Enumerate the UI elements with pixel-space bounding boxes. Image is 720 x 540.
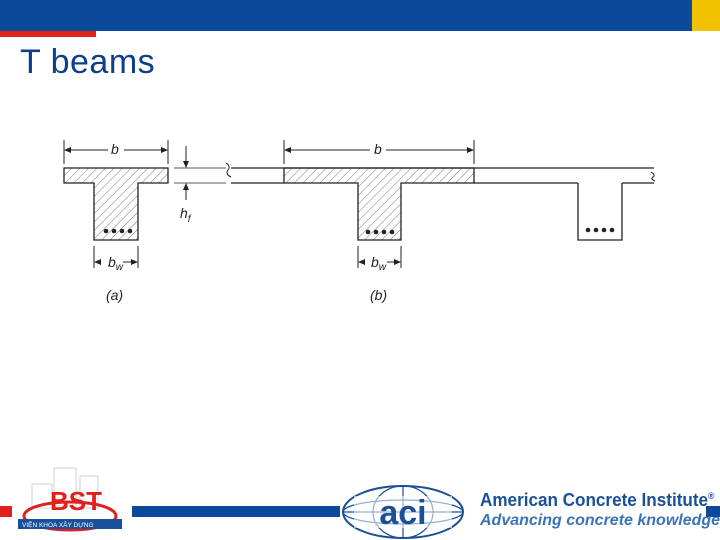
rebar-dot	[389, 229, 395, 235]
rebar-dot	[601, 227, 607, 233]
logo-letters: BST	[50, 486, 102, 516]
rebar-dot	[609, 227, 615, 233]
footer-bar-right	[706, 506, 720, 517]
dimension-label-b: b	[374, 141, 382, 157]
rebar-dot	[373, 229, 379, 235]
rebar-dot	[103, 228, 109, 234]
slide-title: T beams	[20, 43, 156, 81]
rebar-dot	[585, 227, 591, 233]
dimension-label-hf: hf	[180, 205, 192, 225]
header-bar	[0, 0, 692, 31]
caption-b: (b)	[370, 287, 387, 303]
dimension-label-bw: bw	[371, 254, 387, 273]
t-beam-a: b hf bw (a)	[63, 140, 232, 303]
rebar-dot	[119, 228, 125, 234]
rebar-dot	[365, 229, 371, 235]
rebar-dot	[127, 228, 133, 234]
institute-logo: BST VIỆN KHOA XÂY DỰNG	[18, 467, 122, 532]
footer-accent-red	[0, 506, 12, 517]
t-beam-b: b bw (b)	[231, 140, 656, 303]
rebar-dot	[593, 227, 599, 233]
dimension-label-b: b	[111, 141, 119, 157]
rebar-dot	[381, 229, 387, 235]
header-accent-red	[0, 31, 96, 37]
logo-caption: VIỆN KHOA XÂY DỰNG	[22, 520, 94, 529]
organization-tagline: Advancing concrete knowledge	[480, 512, 720, 529]
organization-name: American Concrete Institute®	[480, 490, 715, 510]
aci-logo: aci	[342, 485, 464, 539]
caption-a: (a)	[106, 287, 123, 303]
rebar-dot	[111, 228, 117, 234]
aci-logo-text: aci	[379, 494, 426, 532]
footer-bar-left	[132, 506, 340, 517]
t-beam-diagram: b hf bw (a)	[63, 140, 656, 303]
header-accent-yellow	[692, 0, 720, 31]
dimension-label-bw: bw	[108, 254, 124, 273]
